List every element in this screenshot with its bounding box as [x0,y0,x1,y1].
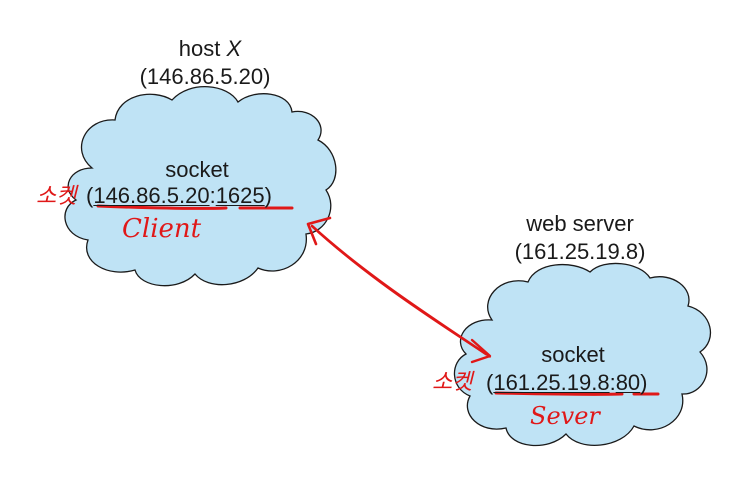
server-socket-address: (161.25.19.8:80) [486,370,648,396]
host-cloud [64,86,337,287]
server-socket-label: socket [541,342,605,367]
server-socket-port: 80 [615,370,641,395]
arrowhead-host [306,216,332,246]
server-socket-ip: 161.25.19.8 [493,370,610,395]
server-socket-close: ) [640,370,648,395]
host-socket-port: 1625 [215,183,265,208]
server-socket-colon: : [609,370,616,395]
server-socket-open: ( [486,370,494,395]
host-ip-underline [96,204,228,210]
server-role-annotation: Sever [530,402,600,430]
host-socket-label: socket [165,157,229,182]
host-ip-line: (146.86.5.20) [139,64,271,89]
host-title-var: X [226,36,242,61]
server-ip-underline [494,391,624,396]
server-title: web server [526,211,634,236]
host-role-annotation: Client [122,214,202,244]
server-korean-annotation: 소켓 [432,370,473,395]
connection-line [310,224,488,356]
host-socket-open: ( [86,183,94,208]
host-socket-address: (146.86.5.20:1625) [86,183,272,209]
host-korean-annotation: 소켓 [36,184,77,209]
host-socket-close: ) [264,183,272,208]
server-cloud [453,262,711,447]
arrowhead-server [470,338,492,364]
host-socket-colon: : [209,183,216,208]
host-title: host X [179,36,241,62]
host-socket-ip: 146.86.5.20 [93,183,210,208]
connection-line-return [315,229,491,358]
host-title-prefix: host [178,36,221,61]
server-ip-line: (161.25.19.8) [514,239,646,264]
